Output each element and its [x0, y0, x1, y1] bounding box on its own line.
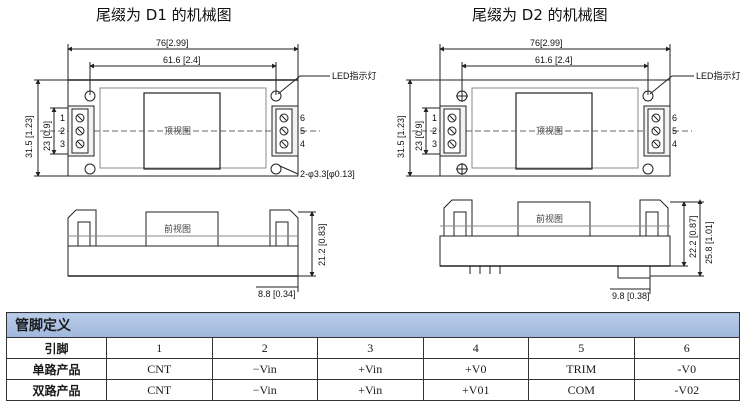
table-cell: CNT [106, 358, 213, 380]
table-cell: −Vin [211, 358, 318, 380]
d1-dim-pin-span: 23 [0.9] [42, 120, 52, 151]
d1-top-view-label: 顶视图 [164, 127, 192, 137]
table-cell: -V02 [633, 379, 740, 401]
table-cell: TRIM [528, 358, 635, 380]
header-cell: 4 [422, 337, 529, 359]
d1-led-label: LED指示灯 [332, 71, 377, 81]
d1-front-view [67, 209, 316, 292]
table-header-row: 引脚 1 2 3 4 5 6 [6, 337, 740, 359]
table-title-row: 管脚定义 [6, 312, 740, 338]
d2-dim-length: 76[2.99] [530, 38, 563, 48]
table-cell: +Vin [317, 358, 424, 380]
row-label: 单路产品 [6, 358, 107, 380]
d2-top-view [406, 44, 694, 177]
d2-heading: 尾缀为 D2 的机械图 [472, 6, 608, 24]
d1-pin-label: 1 [60, 113, 66, 123]
d1-front-view-label: 前视图 [164, 225, 192, 235]
d1-pin-label: 5 [300, 126, 306, 136]
table-cell: -V0 [633, 358, 740, 380]
d1-pin-label: 2 [60, 126, 66, 136]
table-cell: −Vin [211, 379, 318, 401]
d2-dim-pin-span: 23 [0.9] [414, 120, 424, 151]
d2-pin-label: 1 [432, 113, 438, 123]
d1-top-view [34, 44, 330, 177]
d1-pin-label: 3 [60, 139, 66, 149]
d1-pin-label: 4 [300, 139, 306, 149]
header-cell: 5 [528, 337, 635, 359]
table-row: 双路产品 CNT −Vin +Vin +V01 COM -V02 [6, 379, 740, 401]
header-cell: 引脚 [6, 337, 107, 359]
mechanical-drawings [34, 44, 704, 294]
d2-pin-label: 6 [672, 113, 678, 123]
header-cell: 2 [211, 337, 318, 359]
d2-pin-label: 3 [432, 139, 438, 149]
d2-top-view-label: 顶视图 [536, 127, 564, 137]
d1-dim-length: 76[2.99] [156, 38, 189, 48]
d2-dim-foot: 9.8 [0.38] [612, 291, 650, 301]
table-row: 单路产品 CNT −Vin +Vin +V0 TRIM -V0 [6, 358, 740, 380]
d2-pin-label: 2 [432, 126, 438, 136]
d2-dim-side-height-b: 25.8 [1.01] [704, 221, 714, 264]
d1-hole-label: 2-φ3.3[φ0.13] [300, 169, 355, 179]
table-cell: +V01 [422, 379, 529, 401]
d2-front-view [439, 199, 704, 294]
table-cell: CNT [106, 379, 213, 401]
table-cell: +V0 [422, 358, 529, 380]
d1-heading: 尾缀为 D1 的机械图 [96, 6, 232, 24]
d2-dim-height: 31.5 [1.23] [396, 115, 406, 158]
d1-pin-label: 6 [300, 113, 306, 123]
header-cell: 6 [633, 337, 740, 359]
table-cell: COM [528, 379, 635, 401]
header-cell: 1 [106, 337, 213, 359]
d1-dim-side-height: 21.2 [0.83] [317, 223, 327, 266]
d2-dim-hole-pitch: 61.6 [2.4] [535, 55, 573, 65]
d1-dim-foot: 8.8 [0.34] [258, 289, 296, 299]
row-label: 双路产品 [6, 379, 107, 401]
d2-led-label: LED指示灯 [696, 71, 741, 81]
d2-front-view-label: 前视图 [536, 215, 564, 225]
pin-definition-table: 管脚定义 引脚 1 2 3 4 5 6 单路产品 CNT −Vin +Vin +… [6, 312, 740, 401]
table-title: 管脚定义 [6, 312, 740, 338]
d2-pin-label: 5 [672, 126, 678, 136]
d2-dim-side-height-a: 22.2 [0.87] [688, 215, 698, 258]
d1-dim-hole-pitch: 61.6 [2.4] [163, 55, 201, 65]
header-cell: 3 [317, 337, 424, 359]
d1-dim-height: 31.5 [1.23] [24, 115, 34, 158]
table-cell: +Vin [317, 379, 424, 401]
d2-pin-label: 4 [672, 139, 678, 149]
